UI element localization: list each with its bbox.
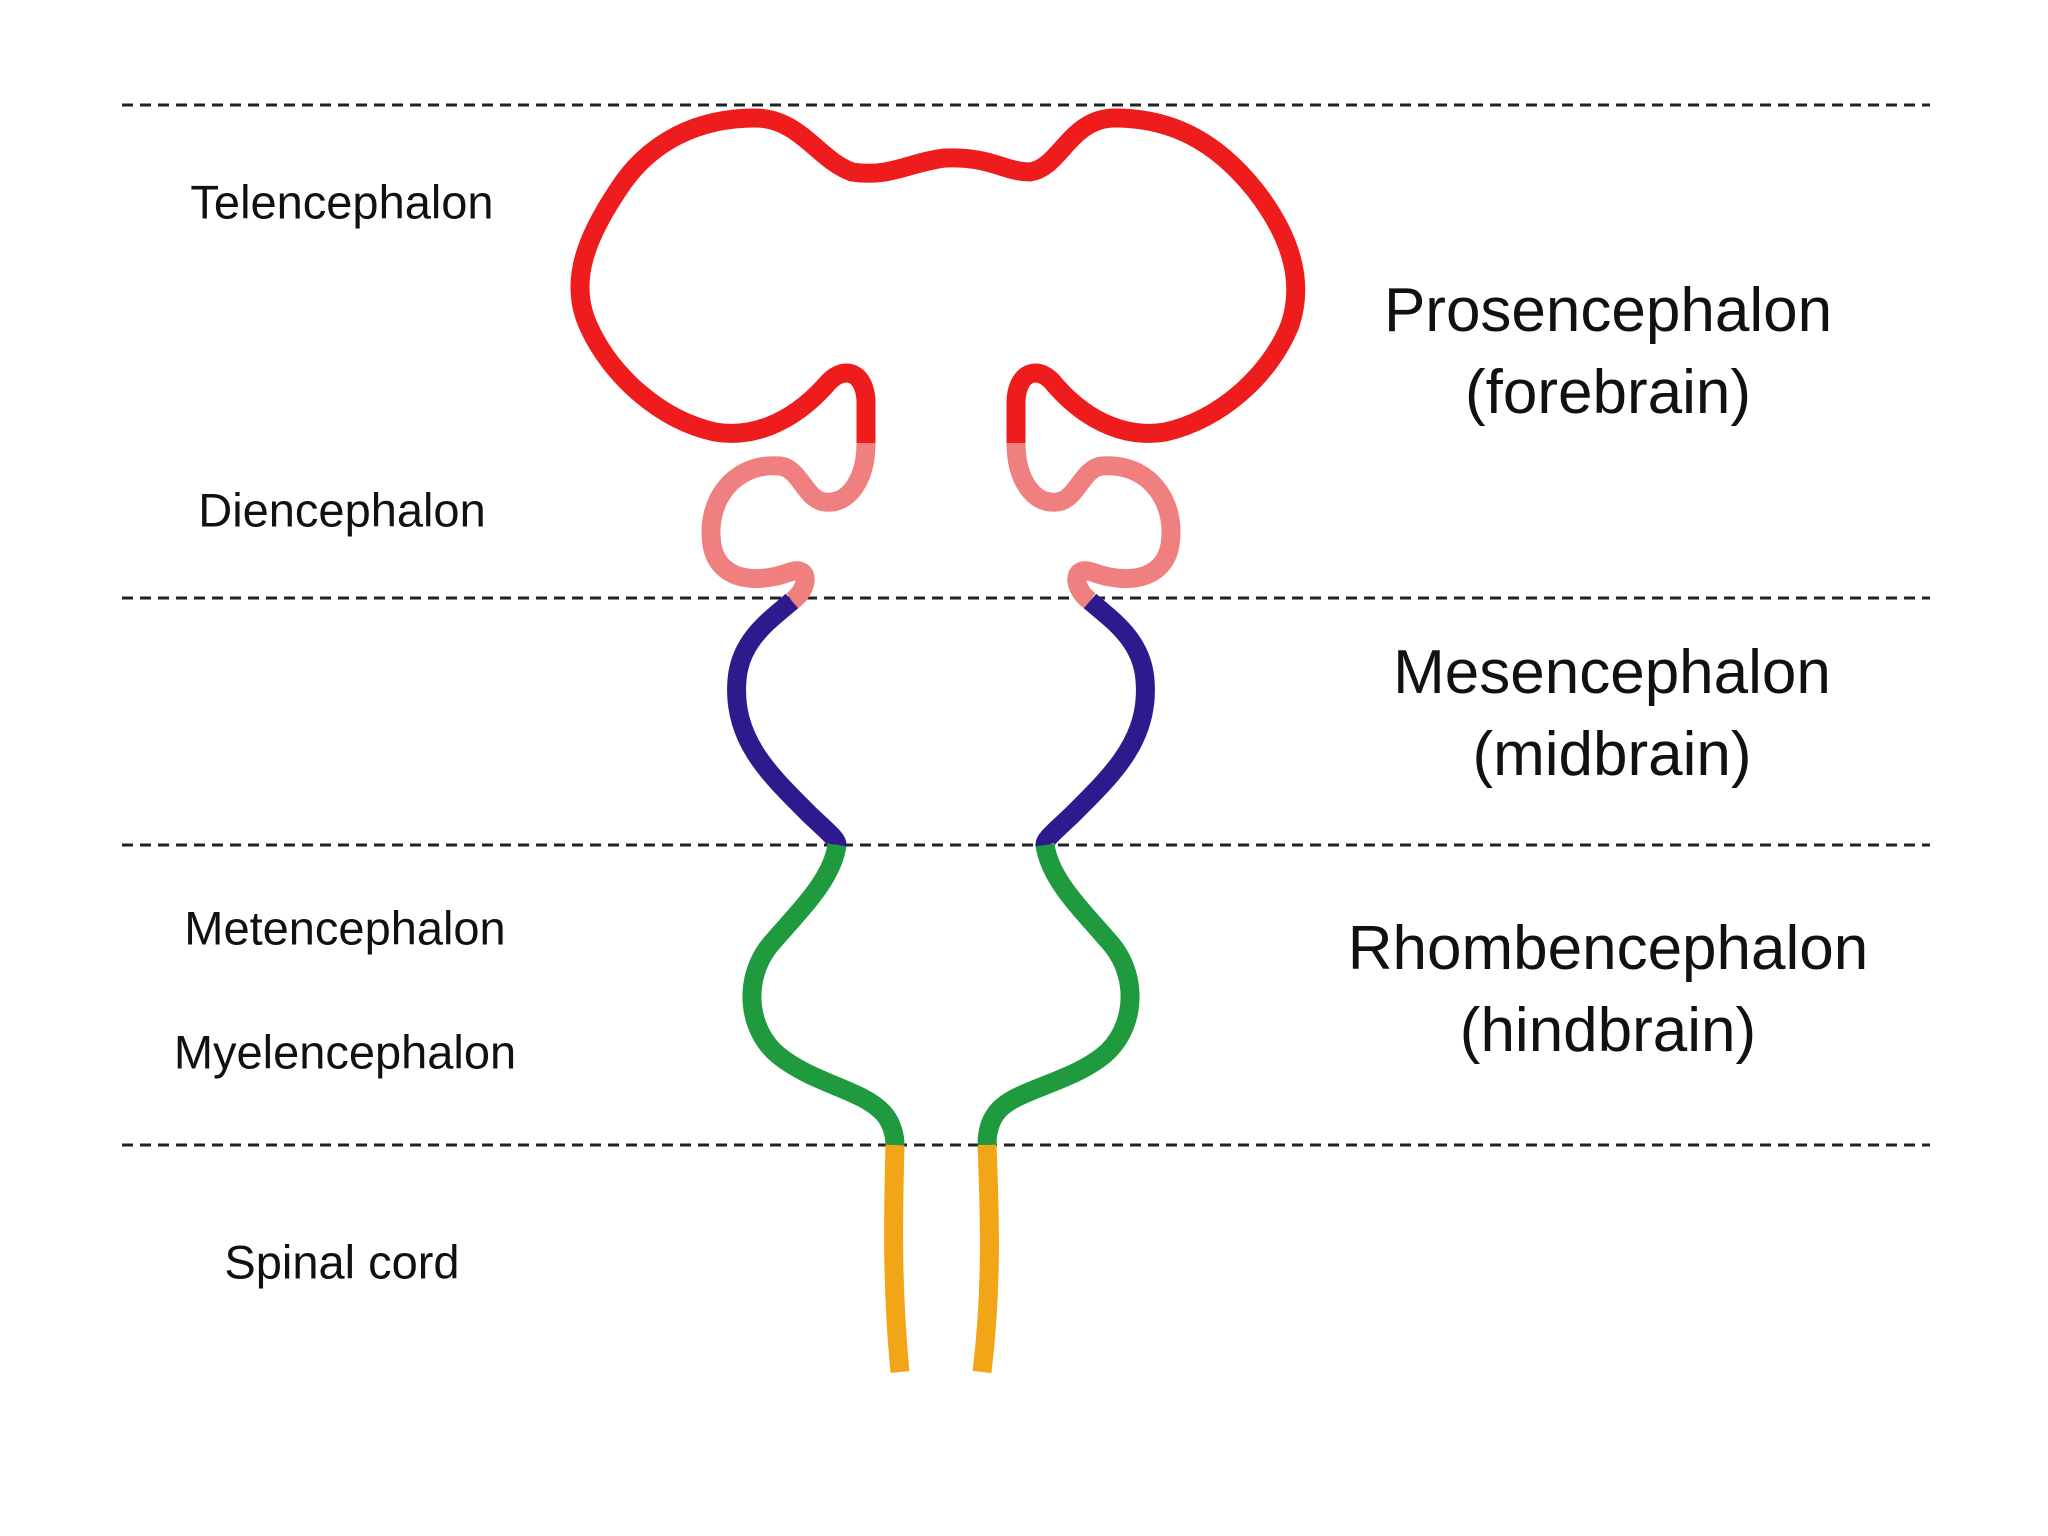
label-rhombencephalon: Rhombencephalon (hindbrain) xyxy=(1348,908,1869,1072)
label-spinal-cord: Spinal cord xyxy=(224,1235,460,1289)
label-telencephalon: Telencephalon xyxy=(190,175,494,229)
region-common-forebrain: (forebrain) xyxy=(1464,358,1751,427)
rhombencephalon-right-wall xyxy=(977,843,1140,1146)
region-common-midbrain: (midbrain) xyxy=(1472,720,1752,789)
diencephalon-right-wall xyxy=(1006,442,1181,609)
region-name-mesencephalon: Mesencephalon xyxy=(1393,638,1831,707)
mesencephalon-left-wall xyxy=(727,593,847,848)
label-metencephalon: Metencephalon xyxy=(184,901,506,955)
diencephalon-left-wall xyxy=(701,442,876,609)
label-prosencephalon: Prosencephalon (forebrain) xyxy=(1384,270,1832,434)
label-myelencephalon: Myelencephalon xyxy=(173,1025,517,1079)
spinal-cord-right-wall xyxy=(972,1144,999,1374)
label-mesencephalon: Mesencephalon (midbrain) xyxy=(1393,632,1831,796)
region-name-rhombencephalon: Rhombencephalon xyxy=(1347,914,1869,983)
rhombencephalon-left-wall xyxy=(742,843,905,1146)
label-diencephalon: Diencephalon xyxy=(198,483,486,537)
mesencephalon-right-wall xyxy=(1035,593,1155,848)
region-common-hindbrain: (hindbrain) xyxy=(1459,996,1757,1065)
region-name-prosencephalon: Prosencephalon xyxy=(1383,276,1833,345)
spinal-cord-left-wall xyxy=(884,1144,910,1373)
telencephalon-outline xyxy=(570,108,1306,443)
